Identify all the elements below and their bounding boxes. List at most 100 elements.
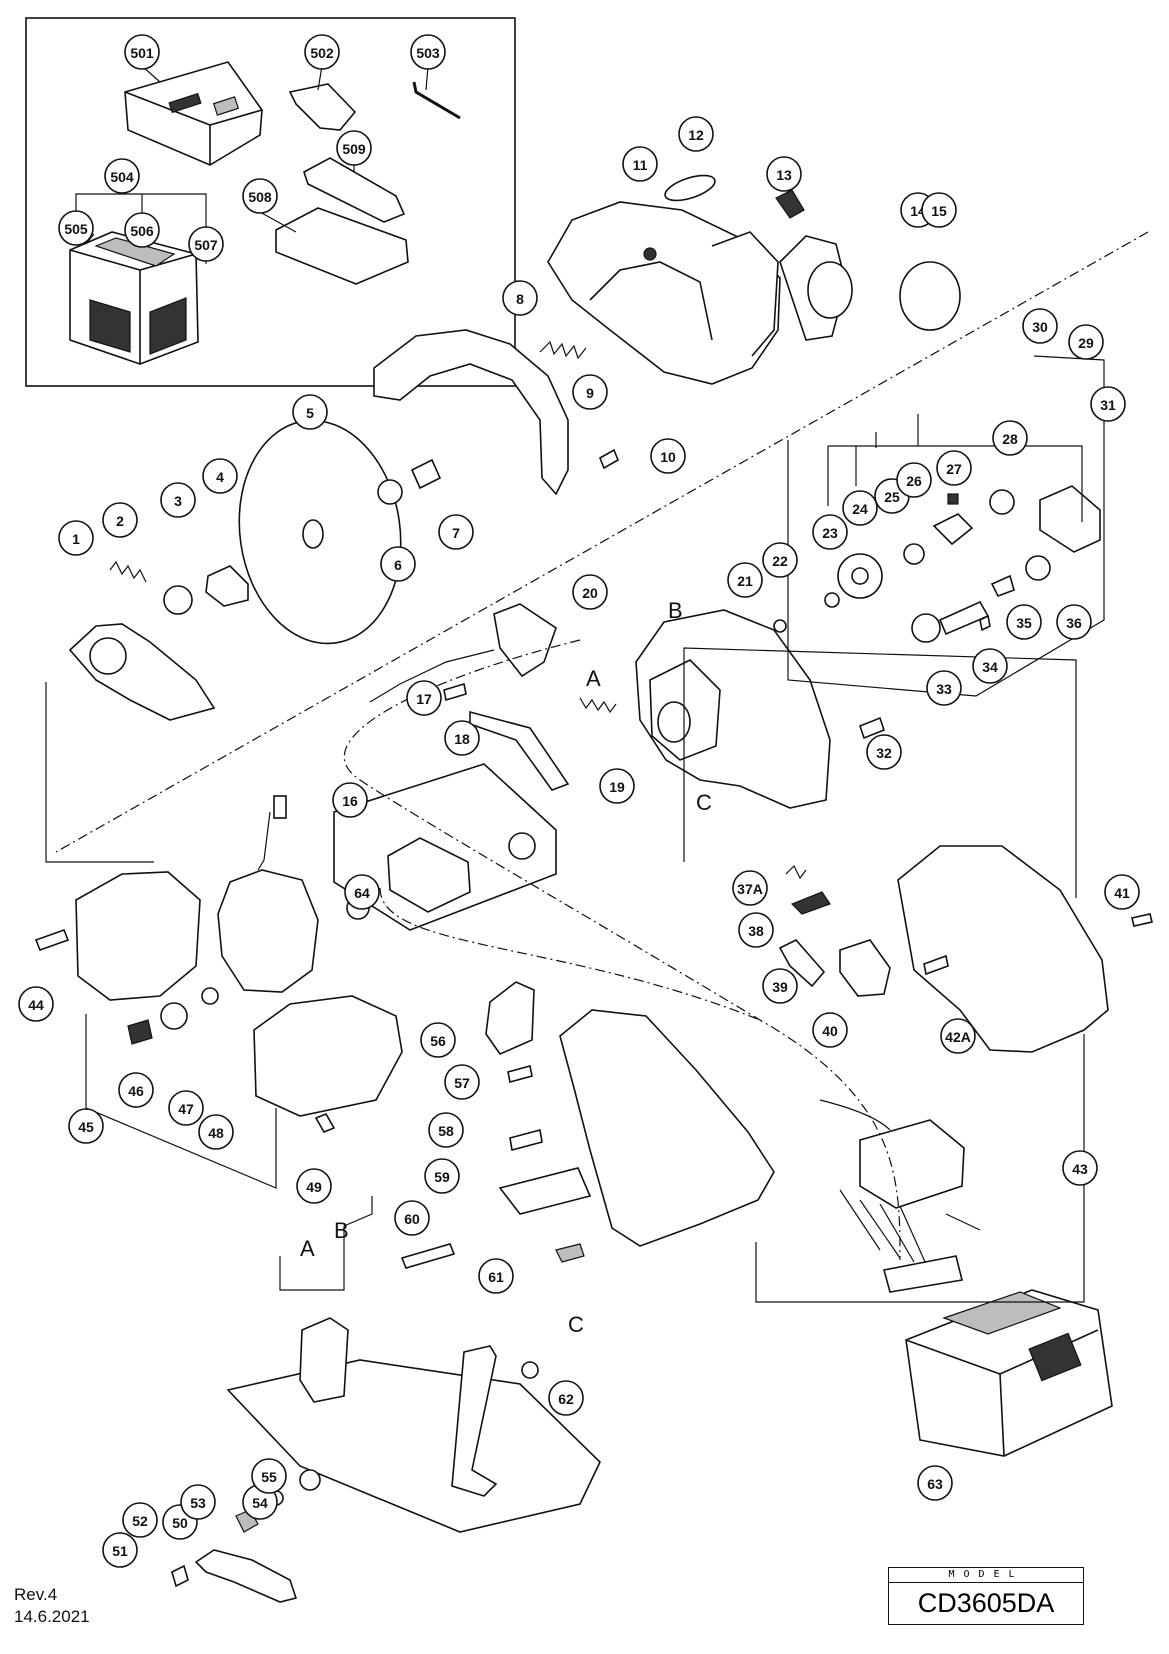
callout-label-25: 25: [884, 489, 900, 505]
callout-label-49: 49: [306, 1179, 322, 1195]
callout-23: 23: [812, 514, 848, 550]
callout-503: 503: [410, 34, 446, 70]
callout-label-27: 27: [946, 461, 962, 477]
callout-label-45: 45: [78, 1119, 94, 1135]
callout-504: 504: [104, 158, 140, 194]
callout-29: 29: [1068, 324, 1104, 360]
ref-letter-b-base: B: [334, 1218, 349, 1243]
callout-22: 22: [762, 542, 798, 578]
callout-label-13: 13: [776, 167, 792, 183]
bolt-7: [410, 458, 442, 490]
callout-label-64: 64: [354, 885, 370, 901]
callout-40: 40: [812, 1012, 848, 1048]
callout-47: 47: [168, 1090, 204, 1126]
callout-label-61: 61: [488, 1269, 504, 1285]
callout-label-506: 506: [130, 223, 154, 239]
callout-11: 11: [622, 146, 658, 182]
callout-label-504: 504: [110, 169, 134, 185]
callout-48: 48: [198, 1114, 234, 1150]
model-title-block: MODEL CD3605DA: [888, 1567, 1084, 1625]
callout-63: 63: [917, 1465, 953, 1501]
dashed-axis-1: [55, 231, 1149, 853]
callout-53: 53: [180, 1484, 216, 1520]
callout-label-58: 58: [438, 1123, 454, 1139]
saw-blade-5: [238, 419, 402, 645]
bolt-10: [598, 448, 620, 470]
lower-guard-1: [68, 623, 216, 721]
callout-38: 38: [738, 912, 774, 948]
ring-12: [664, 174, 716, 202]
callout-61: 61: [478, 1258, 514, 1294]
part-46: [127, 1019, 153, 1045]
callout-42A: 42A: [940, 1018, 976, 1054]
callout-26: 26: [896, 462, 932, 498]
callout-label-4: 4: [216, 469, 224, 485]
gear-assembly-30: [824, 485, 1101, 643]
part-38: [790, 891, 831, 915]
callout-label-35: 35: [1016, 615, 1032, 631]
washer-48: [201, 987, 219, 1005]
callout-32: 32: [866, 734, 902, 770]
switch-40: [839, 939, 891, 997]
callout-label-6: 6: [394, 557, 402, 573]
callout-4: 4: [202, 458, 238, 494]
screw-17-right: [923, 954, 949, 976]
gear-frame: [787, 355, 1105, 697]
callout-label-44: 44: [28, 997, 44, 1013]
washer-22: [773, 619, 787, 633]
handle-housing-43: [897, 845, 1109, 1053]
switch-wires: [369, 649, 495, 703]
dashed-wire-path-2: [379, 887, 761, 1021]
screw-17: [443, 682, 467, 702]
harness-wires: [819, 1099, 981, 1265]
callout-label-39: 39: [772, 979, 788, 995]
revision-date: 14.6.2021: [14, 1607, 90, 1626]
revision-number: Rev.4: [14, 1585, 58, 1604]
callout-502: 502: [304, 34, 340, 70]
callout-2: 2: [102, 502, 138, 538]
callout-507: 507: [188, 226, 224, 262]
ref-letter-c-housing: C: [696, 790, 712, 815]
retaining-ring-3: [163, 585, 193, 615]
washer-55: [299, 1469, 321, 1491]
callout-label-29: 29: [1078, 335, 1094, 351]
callout-36: 36: [1056, 604, 1092, 640]
callout-16: 16: [332, 782, 368, 818]
callout-label-9: 9: [586, 385, 594, 401]
model-label: MODEL: [889, 1568, 1083, 1583]
callout-label-23: 23: [822, 525, 838, 541]
ref-letter-a-housing: A: [586, 666, 601, 691]
callout-506: 506: [124, 212, 160, 248]
callout-label-19: 19: [609, 779, 625, 795]
callout-label-30: 30: [1032, 319, 1048, 335]
spring-2: [109, 560, 147, 583]
callout-label-1: 1: [72, 531, 80, 547]
callout-31: 31: [1090, 386, 1126, 422]
callout-label-32: 32: [876, 745, 892, 761]
callout-57: 57: [444, 1064, 480, 1100]
callout-19: 19: [599, 768, 635, 804]
callout-label-503: 503: [416, 45, 440, 61]
cap-15: [899, 261, 961, 331]
callout-label-15: 15: [931, 203, 947, 219]
connector: [273, 795, 287, 819]
callout-39: 39: [762, 968, 798, 1004]
screw-57: [507, 1065, 533, 1083]
part-41: [1131, 913, 1153, 927]
stator: [217, 869, 319, 993]
callout-label-11: 11: [633, 157, 648, 173]
callout-label-22: 22: [772, 553, 788, 569]
callout-label-48: 48: [208, 1125, 224, 1141]
callout-5: 5: [292, 394, 328, 430]
callout-37A: 37A: [732, 870, 768, 906]
blade-guard-8: [373, 329, 569, 496]
callout-label-56: 56: [430, 1033, 446, 1049]
callout-label-24: 24: [852, 501, 868, 517]
callout-label-5: 5: [306, 405, 314, 421]
callout-label-41: 41: [1114, 885, 1130, 901]
callout-label-63: 63: [927, 1476, 943, 1492]
callout-17: 17: [406, 680, 442, 716]
callout-508: 508: [242, 178, 278, 214]
callout-3: 3: [160, 482, 196, 518]
